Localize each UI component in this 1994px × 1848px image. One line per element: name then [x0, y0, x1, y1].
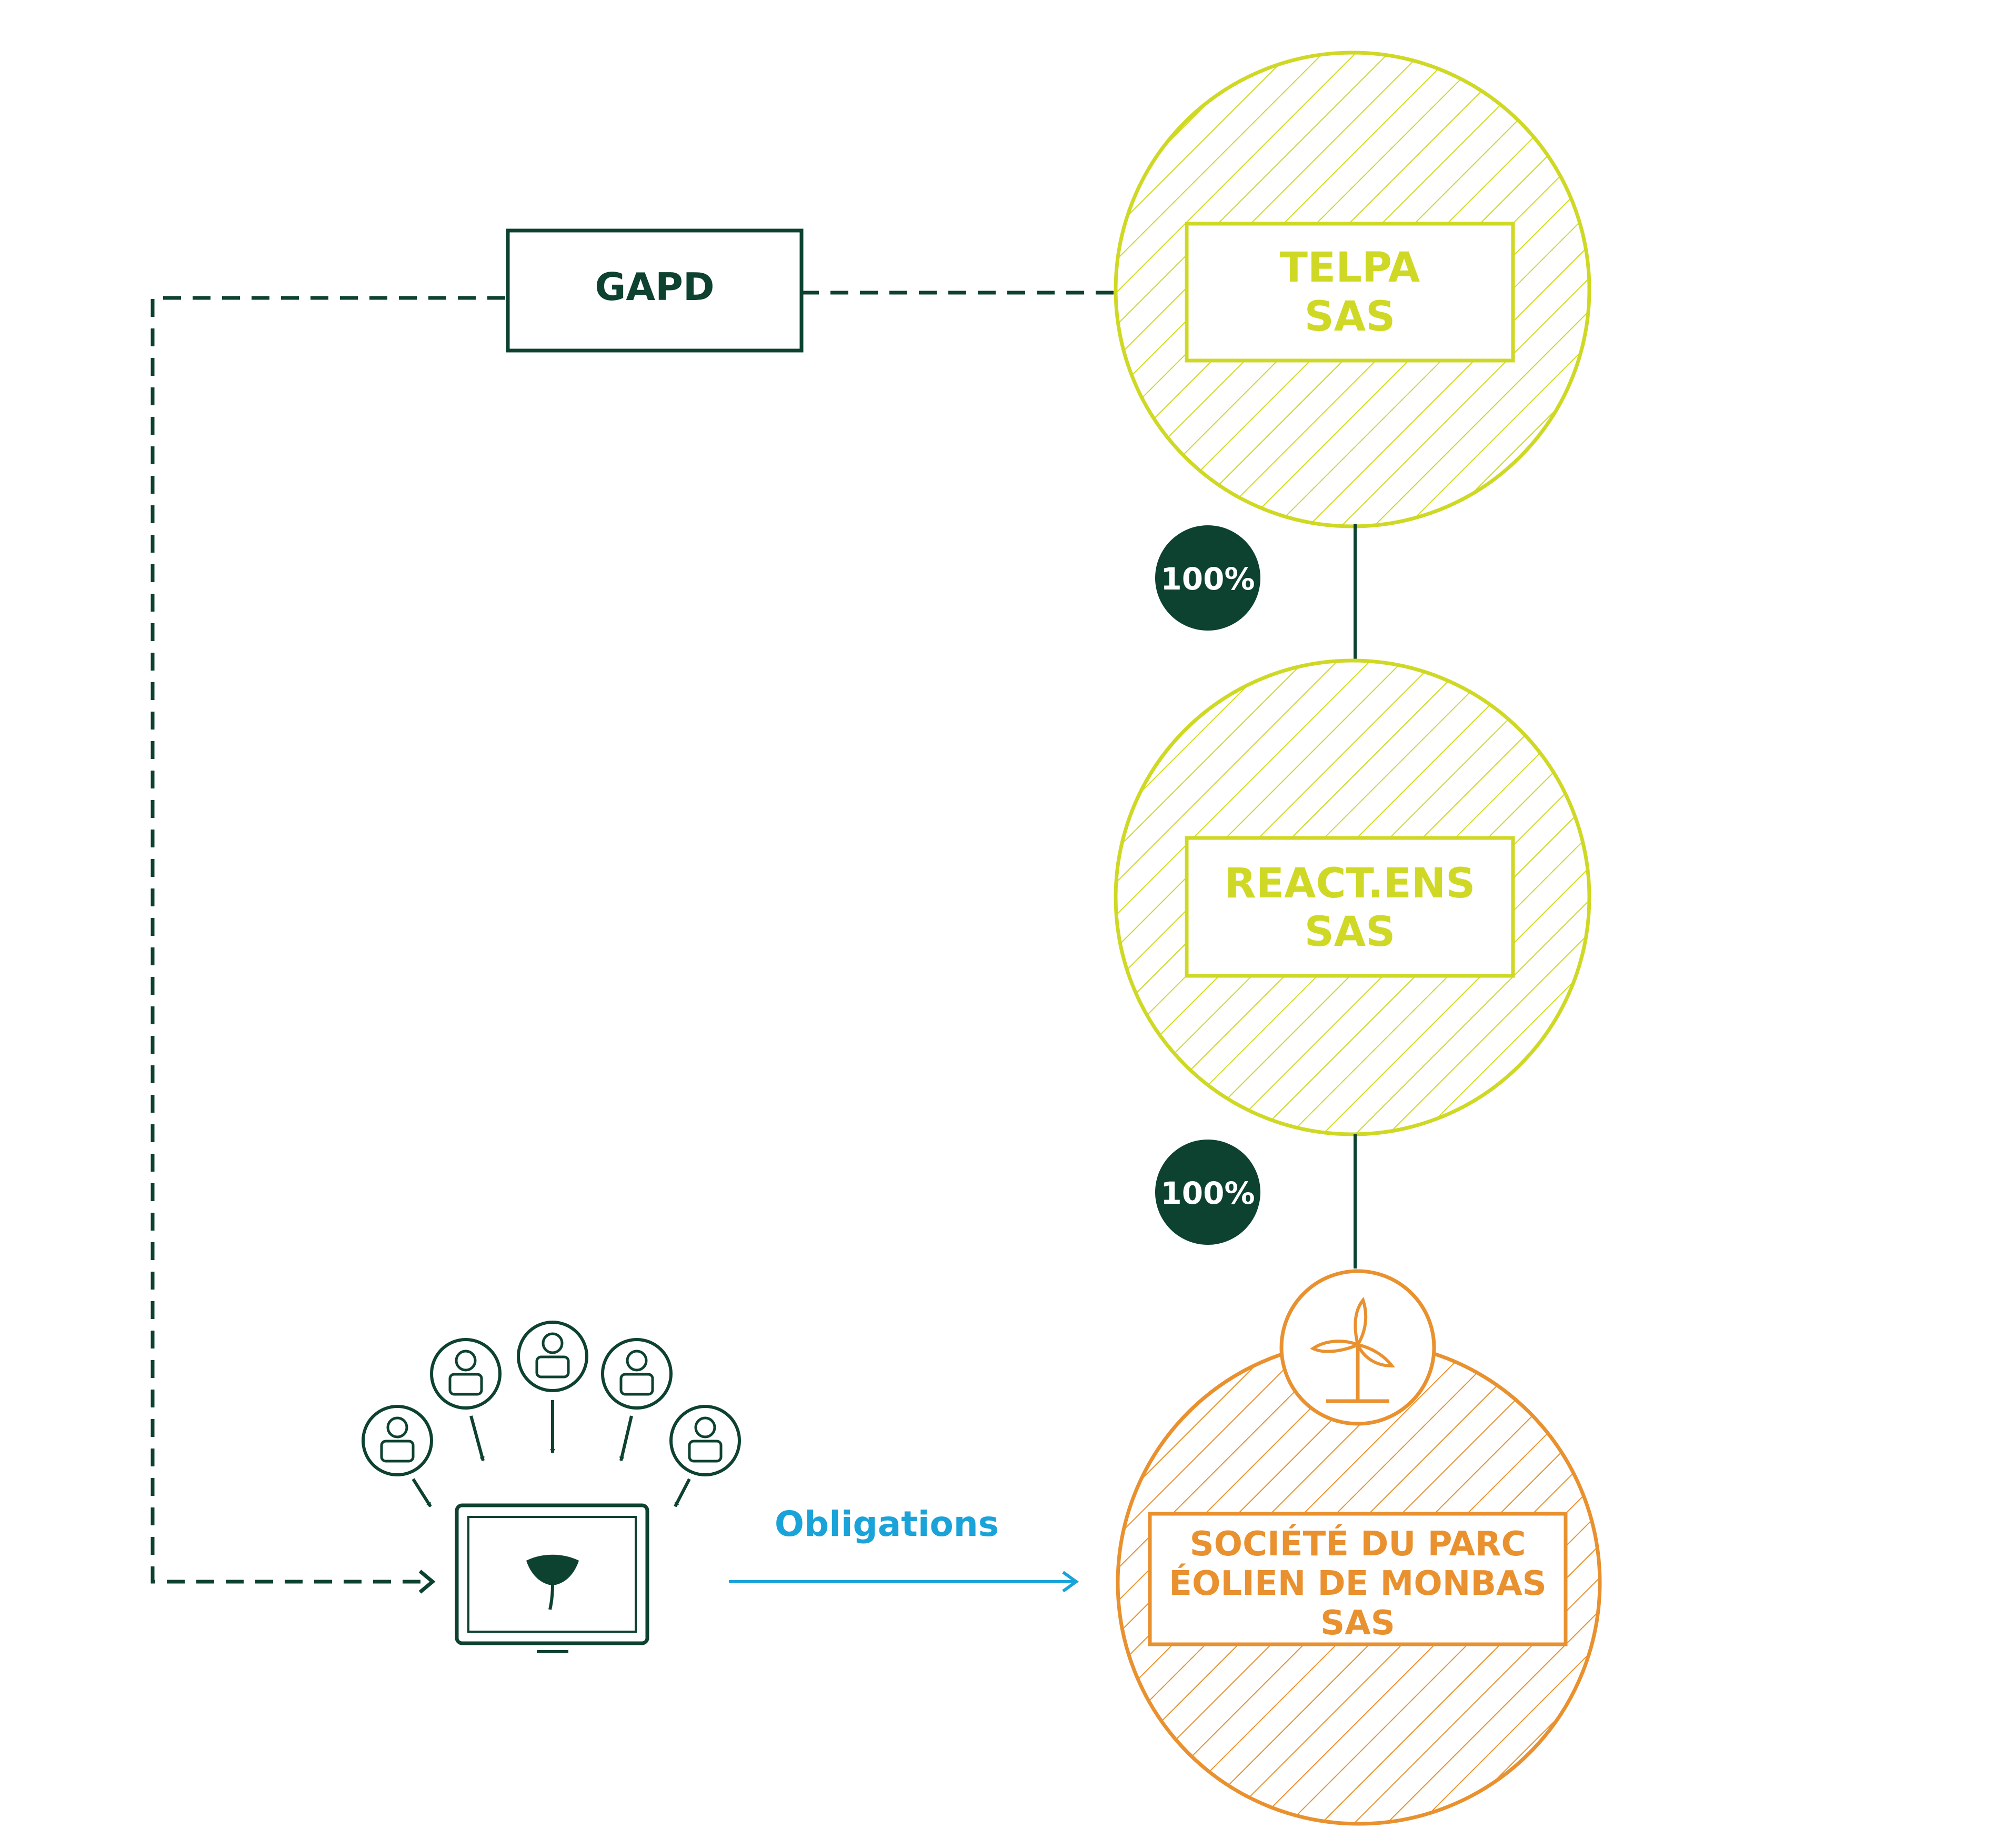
monbas-node: SOCIÉTÉ DU PARC ÉOLIEN DE MONBAS SAS: [1116, 1269, 1602, 1826]
gapd-to-platform-dashed-line: [151, 296, 505, 1584]
investor-arrow: [619, 1415, 633, 1462]
reactens-label-box: [1185, 836, 1515, 978]
telpa-label-line2: SAS: [1305, 293, 1396, 341]
monitor-screen: [467, 1516, 637, 1633]
gapd-to-platform-arrowhead: [418, 1570, 436, 1594]
reactens-label-line1: REACT.ENS: [1225, 860, 1476, 907]
person-icon: [517, 1321, 588, 1392]
person-icon: [669, 1405, 741, 1476]
person-icon: [430, 1338, 502, 1410]
reactens-node: REACT.ENS SAS: [1114, 658, 1591, 1136]
investor-arrow: [674, 1478, 691, 1507]
monbas-label-box: [1148, 1512, 1568, 1646]
obligations-flow: Obligations: [729, 1504, 1079, 1593]
ownership-badge-circle: [1155, 525, 1260, 631]
investor-arrow: [412, 1478, 432, 1507]
ownership-percent-1: 100%: [1160, 561, 1255, 597]
investors-group: [362, 1321, 741, 1507]
monbas-label-line2: ÉOLIEN DE MONBAS: [1169, 1563, 1546, 1603]
wind-turbine-icon: [1279, 1269, 1436, 1426]
investor-arrow: [469, 1415, 485, 1462]
monbas-label-line3: SAS: [1320, 1604, 1395, 1643]
telpa-node: TELPA SAS: [1114, 51, 1591, 528]
ownership-badge-telpa-reactens: 100%: [1155, 525, 1260, 631]
monbas-label-line1: SOCIÉTÉ DU PARC: [1190, 1524, 1526, 1564]
person-icon: [362, 1405, 433, 1476]
ownership-badge-reactens-monbas: 100%: [1155, 1140, 1260, 1245]
gapd-label: GAPD: [595, 265, 714, 309]
telpa-label-box: [1185, 222, 1515, 363]
gapd-box: [506, 228, 804, 353]
ginkgo-leaf-icon: [526, 1554, 579, 1610]
ownership-percent-2: 100%: [1160, 1175, 1255, 1211]
obligations-arrowhead: [1062, 1571, 1079, 1593]
reactens-label-line2: SAS: [1305, 908, 1396, 956]
platform-monitor: [455, 1503, 649, 1653]
gapd-node: GAPD: [506, 228, 804, 353]
person-icon: [601, 1338, 673, 1410]
telpa-label-line1: TELPA: [1280, 244, 1420, 292]
obligations-label: Obligations: [775, 1504, 999, 1544]
ownership-badge-circle: [1155, 1140, 1260, 1245]
